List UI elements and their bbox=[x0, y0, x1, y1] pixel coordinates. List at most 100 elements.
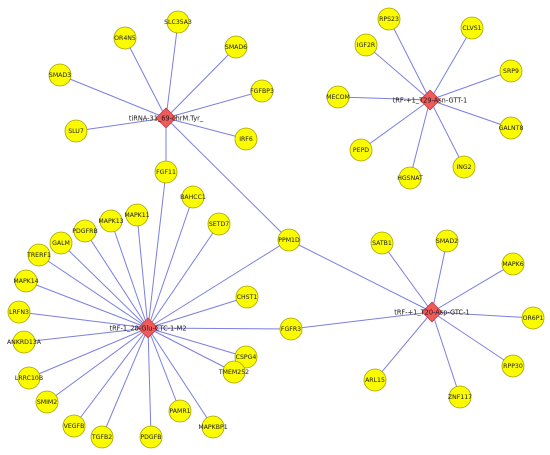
gene-node-smad2[interactable]: SMAD2 bbox=[435, 229, 459, 253]
gene-node-circle bbox=[326, 85, 350, 109]
trna-hub-node-h1[interactable]: tiRNA-31_69-chrM.Tyr_ bbox=[129, 107, 204, 129]
edge-h3-pamr1 bbox=[147, 327, 181, 412]
gene-node-smad3[interactable]: SMAD3 bbox=[48, 63, 72, 87]
edge-h4-or6p1 bbox=[431, 311, 534, 319]
gene-label: SMIM2 bbox=[37, 399, 57, 406]
gene-node-galnt8[interactable]: GALNT8 bbox=[499, 116, 524, 140]
gene-node-chst1[interactable]: CHST1 bbox=[235, 285, 259, 309]
gene-node-slu7[interactable]: SLU7 bbox=[64, 119, 88, 143]
gene-node-pdgfb[interactable]: PDGFB bbox=[139, 425, 163, 449]
gene-node-circle bbox=[125, 203, 149, 227]
gene-node-pamr1[interactable]: PAMR1 bbox=[168, 399, 192, 423]
edge-h1-smad6 bbox=[165, 46, 237, 119]
gene-node-slc35a3[interactable]: SLC35A3 bbox=[164, 10, 192, 34]
gene-node-mapkbp1[interactable]: MAPKBP1 bbox=[198, 415, 228, 439]
gene-node-smim2[interactable]: SMIM2 bbox=[35, 390, 59, 414]
edge-h1-fgfbp3 bbox=[165, 90, 263, 119]
gene-label: MAPK11 bbox=[124, 212, 149, 219]
gene-node-rps23[interactable]: RPS23 bbox=[377, 7, 401, 31]
gene-node-trerf1[interactable]: TRERF1 bbox=[26, 243, 51, 267]
gene-node-mapk13[interactable]: MAPK13 bbox=[98, 209, 124, 233]
edge-h4-smad2 bbox=[431, 240, 448, 313]
edge-h4-rpp30 bbox=[431, 311, 514, 367]
trna-hub-node-h2[interactable]: tRF-+1_T29-Asn-GTT-1 bbox=[393, 89, 468, 111]
gene-node-arl15[interactable]: ARL15 bbox=[363, 368, 387, 392]
gene-label: CHST1 bbox=[237, 294, 258, 301]
gene-label: SMAD3 bbox=[49, 72, 71, 79]
edge-h4-arl15 bbox=[374, 311, 433, 381]
gene-node-mapk11[interactable]: MAPK11 bbox=[124, 203, 150, 227]
gene-node-lrrc10b[interactable]: LRRC10B bbox=[15, 366, 43, 390]
edges-layer bbox=[18, 18, 534, 438]
gene-node-ankrd13a[interactable]: ANKRD13A bbox=[7, 330, 42, 354]
edge-h3-mapkbp1 bbox=[147, 327, 214, 428]
gene-node-circle bbox=[113, 26, 137, 50]
gene-label: PEPD bbox=[353, 147, 369, 154]
gene-node-circle bbox=[354, 33, 378, 57]
gene-node-satb1[interactable]: SATB1 bbox=[370, 231, 394, 255]
gene-node-fgfr3[interactable]: FGFR3 bbox=[279, 317, 303, 341]
gene-node-cspg4[interactable]: CSPG4 bbox=[234, 345, 258, 369]
edge-h3-mapk14 bbox=[25, 280, 149, 329]
gene-node-bahcc1[interactable]: BAHCC1 bbox=[180, 185, 206, 209]
gene-label: TMEM252 bbox=[218, 369, 249, 376]
gene-node-circle bbox=[460, 16, 484, 40]
gene-node-smad6[interactable]: SMAD6 bbox=[224, 35, 248, 59]
gene-label: TGFB2 bbox=[91, 434, 112, 441]
gene-node-mapk6[interactable]: MAPK6 bbox=[501, 252, 525, 276]
edge-h1-or4n5 bbox=[124, 37, 167, 119]
edge-h4-znf117 bbox=[431, 311, 461, 398]
edge-h3-vegfb bbox=[73, 327, 149, 427]
gene-node-clvs1[interactable]: CLVS1 bbox=[460, 16, 484, 40]
gene-label: SLU7 bbox=[68, 128, 84, 135]
trna-hub-node-h4[interactable]: tRF-+1_T20-Asp-GTC-1 bbox=[394, 301, 470, 323]
gene-node-tgfb2[interactable]: TGFB2 bbox=[90, 425, 114, 449]
gene-node-circle bbox=[99, 209, 123, 233]
gene-node-fgfbp3[interactable]: FGFBP3 bbox=[250, 79, 274, 103]
gene-node-or6p1[interactable]: OR6P1 bbox=[521, 306, 545, 330]
edge-h2-pepd bbox=[360, 99, 431, 151]
gene-node-igf2r[interactable]: IGF2R bbox=[354, 33, 378, 57]
gene-node-circle bbox=[166, 10, 190, 34]
gene-node-circle bbox=[17, 366, 41, 390]
gene-label: PAMR1 bbox=[169, 408, 190, 415]
gene-node-mecom[interactable]: MECOM bbox=[326, 85, 350, 109]
hub-diamond bbox=[419, 89, 441, 111]
gene-node-or4n5[interactable]: OR4N5 bbox=[113, 26, 137, 50]
gene-node-znf117[interactable]: ZNF117 bbox=[448, 385, 472, 409]
gene-node-lrfn3[interactable]: LRFN3 bbox=[7, 300, 31, 324]
edge-h1-slu7 bbox=[75, 117, 167, 132]
gene-node-srp9[interactable]: SRP9 bbox=[499, 59, 523, 83]
gene-node-hgsnat[interactable]: HGSNAT bbox=[397, 166, 423, 190]
edge-h3-setd7 bbox=[147, 223, 220, 329]
edge-h1-slc35a3 bbox=[165, 21, 179, 119]
gene-node-fgf11[interactable]: FGF11 bbox=[154, 160, 178, 184]
gene-node-galm[interactable]: GALM bbox=[49, 231, 73, 255]
edge-h4-fgfr3 bbox=[290, 311, 433, 330]
edge-h3-mapk13 bbox=[110, 220, 149, 329]
gene-node-mapk14[interactable]: MAPK14 bbox=[13, 269, 39, 293]
gene-node-pdgfrb[interactable]: PDGFRB bbox=[72, 219, 98, 243]
gene-node-ppm1d[interactable]: PPM1D bbox=[277, 228, 301, 252]
gene-node-circle bbox=[235, 285, 259, 309]
gene-node-pepd[interactable]: PEPD bbox=[349, 138, 373, 162]
gene-label: MECOM bbox=[326, 94, 350, 101]
gene-node-rpp30[interactable]: RPP30 bbox=[501, 354, 525, 378]
gene-label: VEGFB bbox=[64, 423, 85, 430]
gene-label: SATB1 bbox=[372, 240, 392, 247]
edge-h3-ankrd13a bbox=[23, 327, 149, 343]
gene-node-vegfb[interactable]: VEGFB bbox=[62, 414, 86, 438]
trna-hub-node-h3[interactable]: tRF-1_28-Glu-CTC-1-M2 bbox=[109, 317, 187, 339]
gene-node-setd7[interactable]: SETD7 bbox=[207, 212, 231, 236]
edge-h3-tgfb2 bbox=[101, 327, 149, 438]
gene-node-irf6[interactable]: IRF6 bbox=[234, 127, 258, 151]
gene-label: CLVS1 bbox=[462, 25, 481, 32]
gene-node-ing2[interactable]: ING2 bbox=[452, 155, 476, 179]
gene-node-circle bbox=[277, 228, 301, 252]
gene-node-tmem252[interactable]: TMEM252 bbox=[218, 360, 249, 384]
edge-h2-galnt8 bbox=[429, 99, 512, 129]
gene-node-circle bbox=[49, 231, 73, 255]
edge-h1-smad3 bbox=[59, 74, 167, 119]
gene-node-circle bbox=[7, 300, 31, 324]
